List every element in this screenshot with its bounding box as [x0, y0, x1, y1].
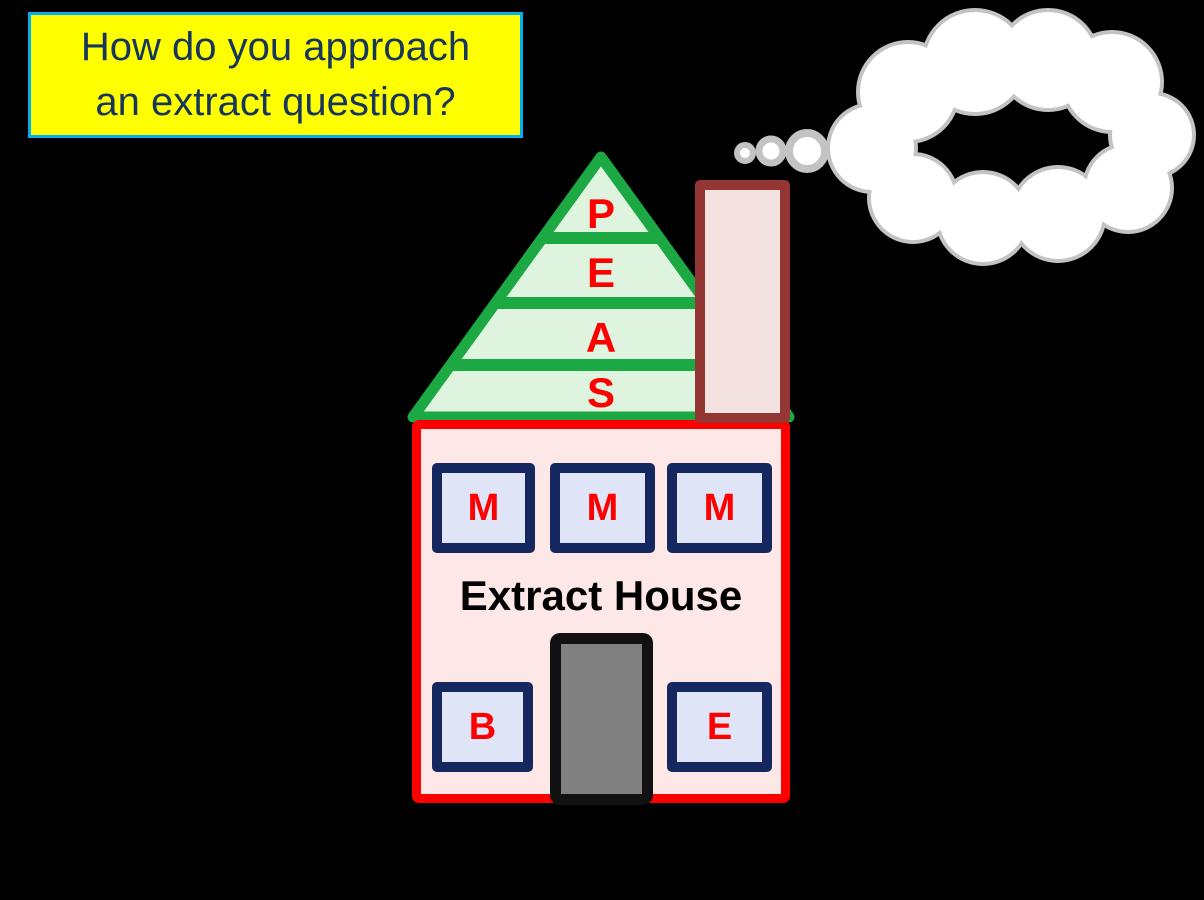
house-label: Extract House [459, 572, 743, 619]
window-e-letter: E [706, 705, 733, 748]
roof-letter-s: S [587, 369, 615, 416]
title-line-2: an extract question? [95, 80, 456, 124]
window-m3: M [667, 463, 772, 553]
window-m3-letter: M [703, 486, 736, 529]
thought-cloud [826, 8, 1196, 266]
title-line-1: How do you approach [80, 24, 471, 69]
window-e: E [667, 682, 772, 772]
door [550, 633, 653, 805]
window-m1-letter: M [467, 486, 500, 529]
roof-letter-e: E [587, 249, 615, 296]
roof-letter-a: A [586, 314, 616, 361]
window-m2-letter: M [586, 486, 619, 529]
window-b-letter: B [468, 705, 497, 748]
chimney [695, 180, 790, 423]
title-box: How do you approach an extract question? [28, 12, 523, 138]
roof-letter-p: P [587, 190, 615, 237]
window-m1: M [432, 463, 535, 553]
window-m2: M [550, 463, 655, 553]
thought-cloud-trail [734, 129, 829, 173]
window-b: B [432, 682, 533, 772]
